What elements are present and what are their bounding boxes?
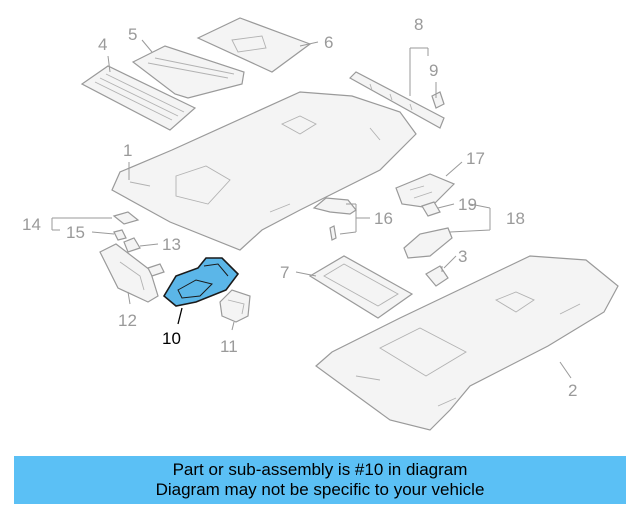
callout-6: 6 (324, 33, 333, 52)
callout-3: 3 (458, 247, 467, 266)
part-15-clip (113, 229, 127, 241)
callout-14: 14 (22, 215, 41, 234)
callout-19: 19 (458, 195, 477, 214)
banner-line-1: Part or sub-assembly is #10 in diagram (172, 460, 468, 479)
callout-4: 4 (98, 35, 107, 54)
part-1-headliner (111, 91, 417, 251)
part-10-console (162, 257, 240, 307)
part-9-clip (431, 91, 445, 109)
part-19-clip (421, 201, 441, 217)
callout-11: 11 (220, 337, 238, 356)
callout-10: 10 (162, 329, 181, 348)
callout-labels: 1 2 3 4 5 6 7 8 9 10 11 12 13 14 15 16 1… (22, 15, 577, 400)
parts-diagram: 1 2 3 4 5 6 7 8 9 10 11 12 13 14 15 16 1… (22, 15, 619, 431)
part-17-bracket (395, 173, 456, 209)
info-banner: Part or sub-assembly is #10 in diagram D… (14, 456, 626, 504)
part-12-visor (99, 243, 165, 303)
callout-17: 17 (466, 149, 485, 168)
part-8-rail (349, 71, 445, 129)
callout-16: 16 (374, 209, 393, 228)
part-11-lamp (219, 289, 251, 323)
callout-7: 7 (280, 263, 289, 282)
callout-1: 1 (123, 141, 132, 160)
part-7-frame (308, 255, 414, 319)
callout-13: 13 (162, 235, 181, 254)
part-14-clip (112, 211, 140, 225)
part-13-clip (123, 237, 141, 253)
leader-lines (51, 39, 572, 379)
callout-8: 8 (414, 15, 423, 34)
part-4-pad (80, 65, 197, 131)
callout-2: 2 (568, 381, 577, 400)
callout-15: 15 (66, 223, 85, 242)
callout-5: 5 (128, 25, 137, 44)
part-18-bracket (403, 227, 453, 259)
callout-18: 18 (506, 209, 525, 228)
part-2-headliner (315, 255, 619, 431)
callout-12: 12 (118, 311, 137, 330)
banner-line-2: Diagram may not be specific to your vehi… (155, 480, 485, 499)
callout-9: 9 (429, 61, 438, 80)
part-5-pad (131, 45, 245, 99)
part-3-clip (425, 265, 449, 287)
